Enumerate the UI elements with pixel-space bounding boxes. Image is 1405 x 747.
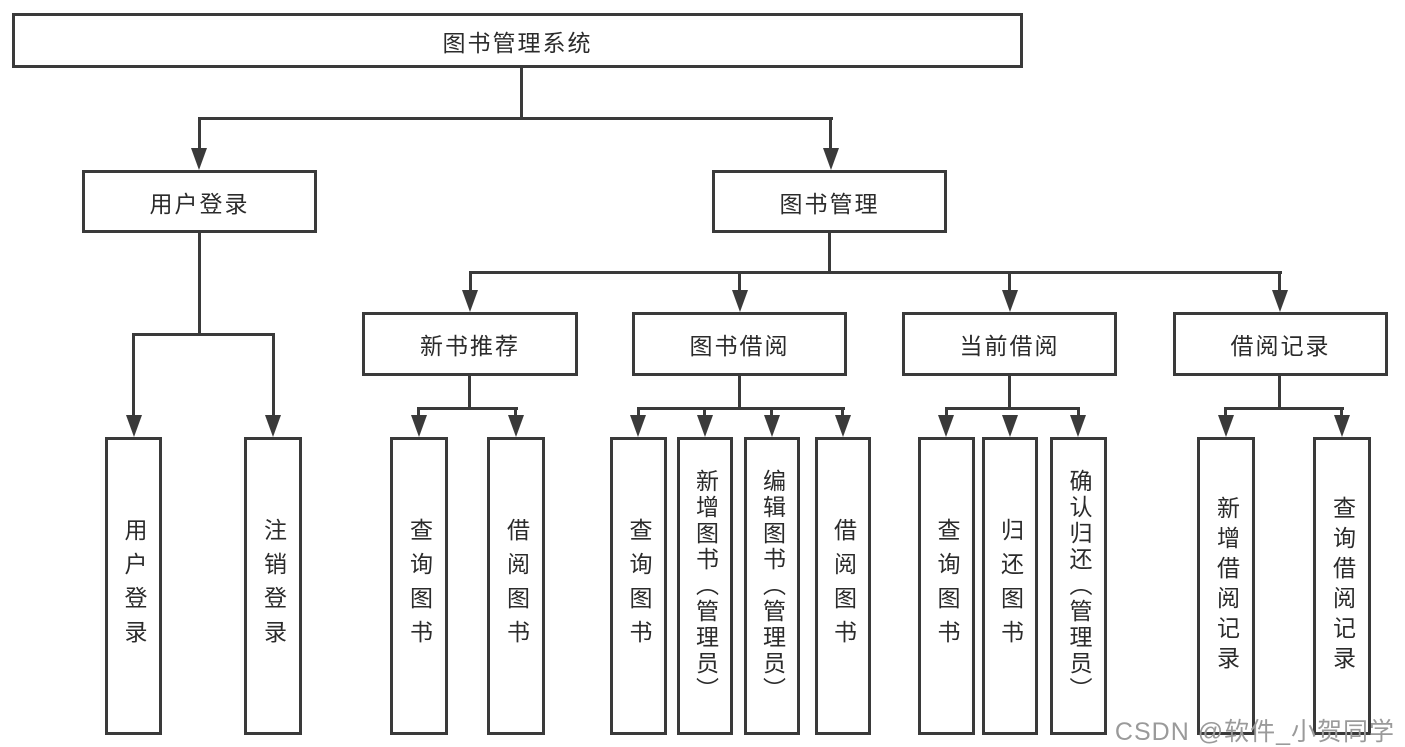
node-user-login: 用户登录 [82,170,317,233]
node-label: 借阅记录 [1230,333,1331,359]
connector-line [1008,271,1011,292]
connector-line [1340,407,1343,417]
leaf-label: 注销登录 [260,518,287,654]
connector-line [469,271,472,292]
node-label: 用户登录 [149,190,250,217]
leaf-logout: 注销登录 [244,437,302,735]
arrow-down-icon [462,290,478,312]
leaf-return-books: 归还图书 [982,437,1038,735]
connector-line [637,407,845,410]
connector-line [198,117,833,120]
connector-line [468,376,471,410]
arrow-down-icon [938,415,954,437]
leaf-label: 新增图书（管理员） [692,469,719,703]
arrow-down-icon [823,148,839,170]
leaf-label: 借阅图书 [503,518,530,654]
leaf-label: 归还图书 [997,518,1024,654]
arrow-down-icon [1002,415,1018,437]
arrow-down-icon [732,290,748,312]
connector-line [514,407,517,417]
arrow-down-icon [1272,290,1288,312]
leaf-label: 查询图书 [934,518,960,654]
connector-line [828,233,831,274]
connector-line [703,407,706,417]
node-root-label: 图书管理系统 [442,29,593,56]
arrow-down-icon [126,415,142,437]
node-book-borrowing: 图书借阅 [632,312,847,376]
connector-line [945,407,1080,410]
node-new-book-recommend: 新书推荐 [362,312,578,376]
arrow-down-icon [265,415,281,437]
connector-line [198,233,201,336]
node-label: 新书推荐 [420,333,520,359]
connector-line [1224,407,1344,410]
leaf-label: 编辑图书（管理员） [759,469,786,703]
connector-line [520,68,523,119]
connector-line [417,407,420,417]
arrow-down-icon [764,415,780,437]
leaf-label: 查询借阅记录 [1329,496,1356,676]
arrow-down-icon [1070,415,1086,437]
node-current-borrowing: 当前借阅 [902,312,1117,376]
node-book-management: 图书管理 [712,170,947,233]
connector-line [1077,407,1080,417]
connector-line [738,376,741,410]
leaf-label: 新增借阅记录 [1213,496,1240,676]
watermark: CSDN @软件_小贺同学 [1114,718,1395,746]
arrow-down-icon [1334,415,1350,437]
arrow-down-icon [1002,290,1018,312]
leaf-borrow-books-recommend: 借阅图书 [487,437,545,735]
leaf-edit-books-admin: 编辑图书（管理员） [744,437,800,735]
arrow-down-icon [191,148,207,170]
leaf-label: 借阅图书 [830,518,857,654]
leaf-add-books-admin: 新增图书（管理员） [677,437,733,735]
connector-line [829,117,832,152]
arrow-down-icon [835,415,851,437]
leaf-query-borrow-record: 查询借阅记录 [1313,437,1371,735]
connector-line [1008,376,1011,410]
leaf-query-books-current: 查询图书 [918,437,975,735]
connector-line [738,271,741,292]
connector-line [770,407,773,417]
arrow-down-icon [411,415,427,437]
leaf-label: 查询图书 [406,518,433,654]
connector-line [1278,271,1281,292]
connector-line [132,333,135,417]
arrow-down-icon [508,415,524,437]
arrow-down-icon [1218,415,1234,437]
leaf-query-books-recommend: 查询图书 [390,437,448,735]
leaf-add-borrow-record: 新增借阅记录 [1197,437,1255,735]
leaf-label: 用户登录 [121,518,147,654]
connector-line [469,271,1282,274]
node-label: 当前借阅 [959,333,1060,359]
connector-line [1224,407,1227,417]
leaf-borrow-books: 借阅图书 [815,437,871,735]
leaf-label: 查询图书 [626,518,652,654]
node-root: 图书管理系统 [12,13,1023,68]
leaf-query-books-borrowing: 查询图书 [610,437,667,735]
connector-line [198,117,201,152]
connector-line [1278,376,1281,410]
connector-line [637,407,640,417]
node-borrow-records: 借阅记录 [1173,312,1388,376]
connector-line [272,333,275,417]
connector-line [945,407,948,417]
connector-line [417,407,518,410]
connector-line [132,333,275,336]
node-label: 图书借阅 [689,333,790,359]
arrow-down-icon [630,415,646,437]
leaf-confirm-return-admin: 确认归还（管理员） [1050,437,1107,735]
node-label: 图书管理 [779,190,880,217]
leaf-label: 确认归还（管理员） [1066,469,1092,703]
arrow-down-icon [697,415,713,437]
connector-line [841,407,844,417]
leaf-user-login: 用户登录 [105,437,162,735]
